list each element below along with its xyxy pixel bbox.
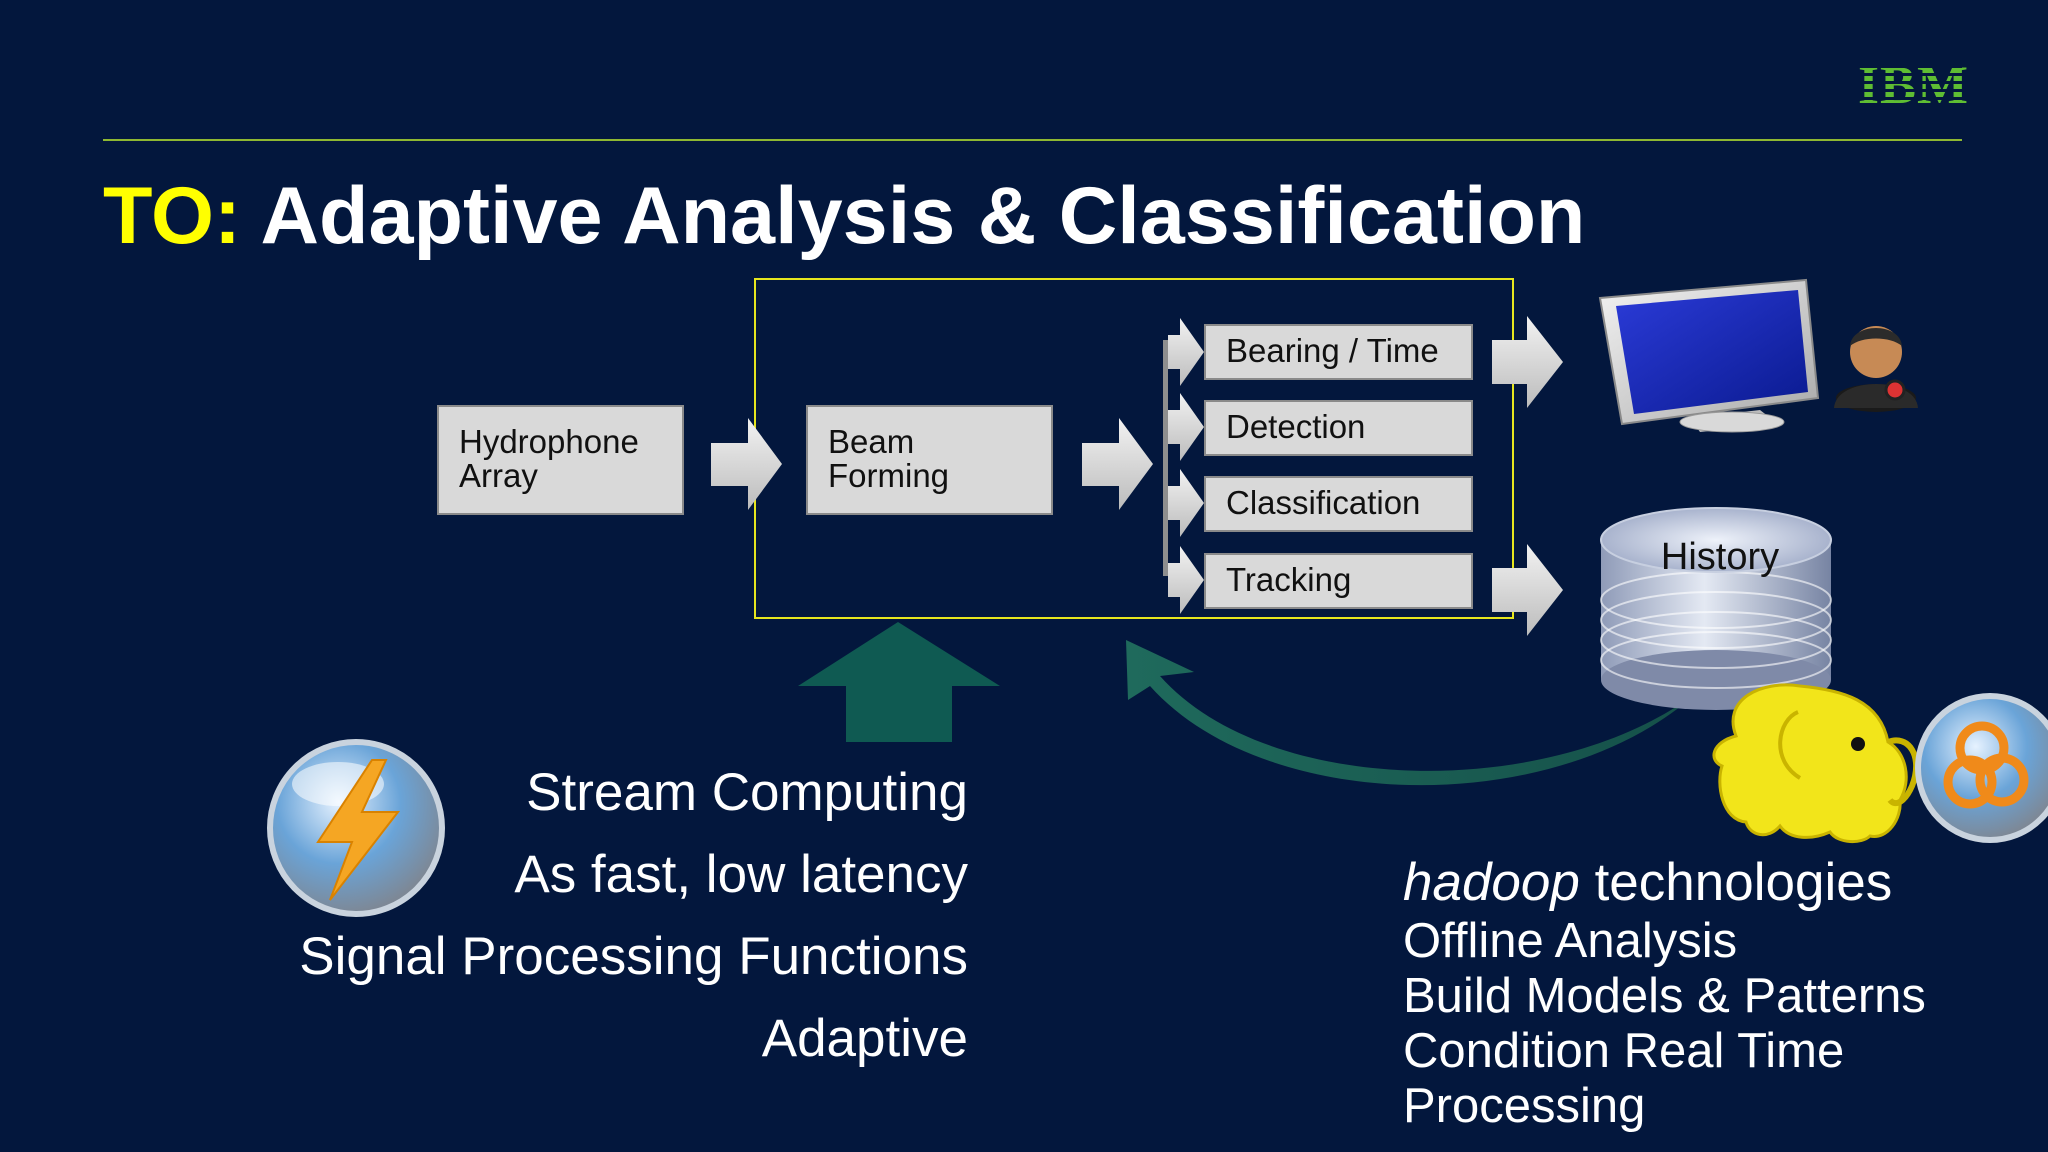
bearing-time-box: Bearing / Time xyxy=(1204,324,1473,380)
page-title: TO: Adaptive Analysis & Classification xyxy=(103,176,1585,257)
stream-item: As fast, low latency xyxy=(514,845,968,904)
classification-label: Classification xyxy=(1226,484,1421,521)
stream-item: Stream Computing xyxy=(526,763,968,822)
classification-box: Classification xyxy=(1204,476,1473,532)
detection-label: Detection xyxy=(1226,408,1366,445)
arrow-tracking xyxy=(1168,546,1204,614)
hadoop-item: Offline Analysis xyxy=(1403,914,1738,968)
hydrophone-array-box: Hydrophone Array xyxy=(437,405,684,515)
operator-icon xyxy=(1834,326,1918,412)
stream-item: Adaptive xyxy=(761,1009,968,1068)
database-icon xyxy=(1600,507,1832,710)
hadoop-elephant-icon xyxy=(1712,683,1920,843)
hydrophone-label-line2: Array xyxy=(459,457,538,494)
tracking-label: Tracking xyxy=(1226,561,1352,598)
arrow-detection xyxy=(1168,393,1204,461)
bearing-time-label: Bearing / Time xyxy=(1226,332,1439,369)
up-arrow xyxy=(798,622,1000,742)
monitor-icon xyxy=(1598,278,1820,433)
arrow-beam-to-outputs xyxy=(1082,418,1153,510)
history-label: History xyxy=(1660,536,1780,578)
arrow-to-monitor xyxy=(1492,316,1563,408)
stream-item: Signal Processing Functions xyxy=(299,927,968,986)
hydrophone-label-line1: Hydrophone xyxy=(459,423,639,460)
hadoop-heading: hadoop technologies xyxy=(1403,852,1926,914)
output-bracket xyxy=(1163,340,1168,576)
arrow-bearing xyxy=(1168,318,1204,386)
hadoop-list: hadoop technologies Offline Analysis Bui… xyxy=(1403,852,1926,1134)
hadoop-item: Condition Real Time xyxy=(1403,1024,1845,1078)
lightning-orb-icon xyxy=(267,739,445,917)
beam-label-line1: Beam xyxy=(828,423,915,460)
ibm-logo: IBM xyxy=(1858,55,1969,115)
tracking-box: Tracking xyxy=(1204,553,1473,609)
hadoop-item: Build Models & Patterns xyxy=(1403,969,1926,1023)
beam-label-line2: Forming xyxy=(828,457,950,494)
stream-computing-list: Stream Computing As fast, low latency Si… xyxy=(200,752,968,1080)
title-main: Adaptive Analysis & Classification xyxy=(260,171,1586,261)
knot-orb-icon xyxy=(1915,693,2048,843)
hadoop-item: Processing xyxy=(1403,1079,1646,1133)
detection-box: Detection xyxy=(1204,400,1473,456)
hadoop-word: hadoop xyxy=(1403,853,1580,912)
feedback-arrow xyxy=(1126,640,1700,786)
arrow-input-to-beam xyxy=(711,418,782,510)
hadoop-heading-rest: technologies xyxy=(1579,853,1893,912)
title-prefix: TO: xyxy=(103,171,241,261)
arrow-classification xyxy=(1168,469,1204,537)
beam-forming-box: Beam Forming xyxy=(806,405,1053,515)
arrow-to-history xyxy=(1492,544,1563,636)
